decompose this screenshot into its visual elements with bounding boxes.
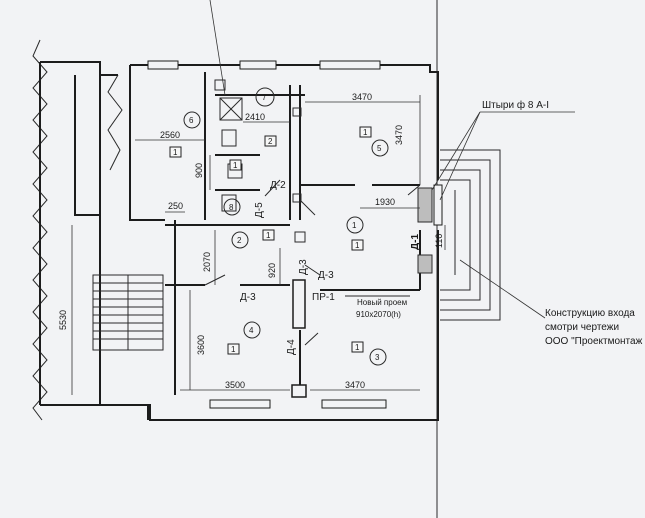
dim-900: 900 [194, 163, 204, 178]
svg-text:8: 8 [229, 203, 234, 212]
svg-text:3: 3 [375, 353, 380, 362]
door-label-d4: Д-4 [286, 339, 297, 355]
door-label-d3-right: Д-3 [318, 270, 334, 281]
room-markers: 1 1 2 1 3 1 4 1 5 1 [169, 87, 389, 366]
door-label-d3-vertical: Д-3 [298, 259, 309, 275]
entrance-note-line-1: Конструкцию входа [545, 308, 635, 319]
dimension-labels: 3470 2410 2560 3470 900 250 1930 2070 92… [58, 92, 444, 390]
room-1-marker: 1 1 [346, 216, 364, 251]
entrance-porch [440, 149, 501, 321]
room-5-marker: 5 1 [359, 126, 389, 157]
room-6-marker: 6 1 [169, 111, 201, 158]
door-label-d2: Д-2 [270, 180, 286, 191]
door-label-d3-left: Д-3 [240, 292, 256, 303]
door-labels: Д-2 Д-5 Д-3 Д-3 Д-3 Д-4 Д-1 [240, 180, 421, 355]
svg-text:1: 1 [233, 161, 238, 170]
interior-walls [99, 72, 421, 405]
room-2-marker: 2 1 [231, 229, 275, 249]
svg-text:1: 1 [352, 221, 357, 230]
pr1-label: ПР-1 [312, 292, 335, 303]
dim-3470-bottom: 3470 [345, 380, 365, 390]
opening-size-label: 910x2070(h) [356, 310, 401, 319]
break-line-left-2 [107, 74, 123, 171]
dim-2560: 2560 [160, 130, 180, 140]
break-line-left [32, 39, 48, 421]
door-label-d5: Д-5 [254, 202, 265, 218]
svg-text:2: 2 [237, 236, 242, 245]
svg-text:5: 5 [377, 144, 382, 153]
windows [147, 60, 443, 409]
dim-250: 250 [168, 201, 183, 211]
dim-2070: 2070 [202, 252, 212, 272]
entrance-note-line-2: смотри чертежи [545, 322, 619, 333]
leader-lines [209, 0, 575, 319]
annotations: ПР-1 Новый проем 910x2070(h) Штыри ф 8 А… [312, 99, 643, 347]
dim-5530: 5530 [58, 310, 68, 330]
svg-text:1: 1 [355, 343, 360, 352]
svg-text:4: 4 [249, 326, 254, 335]
svg-text:6: 6 [189, 116, 194, 125]
pins-note: Штыри ф 8 А-I [482, 99, 549, 111]
dim-2410: 2410 [245, 112, 265, 122]
room-3-marker: 3 1 [351, 341, 387, 366]
dim-1930: 1930 [375, 197, 395, 207]
door-label-d1: Д-1 [410, 234, 421, 250]
new-opening-label: Новый проем [357, 298, 407, 307]
svg-text:1: 1 [266, 231, 271, 240]
dimension-lines [71, 95, 446, 395]
dim-110: 110 [434, 234, 444, 248]
svg-text:1: 1 [355, 241, 360, 250]
shaft-and-fixtures [214, 79, 433, 274]
svg-text:1: 1 [173, 148, 178, 157]
dim-3600: 3600 [196, 335, 206, 355]
dim-920: 920 [267, 263, 277, 278]
dim-3470-right: 3470 [394, 125, 404, 145]
dim-3500: 3500 [225, 380, 245, 390]
svg-text:1: 1 [363, 128, 368, 137]
staircase [92, 274, 164, 351]
svg-text:2: 2 [268, 137, 273, 146]
dim-3470-top: 3470 [352, 92, 372, 102]
room-4-marker: 4 1 [227, 321, 261, 355]
room-8-marker: 8 1 [223, 159, 242, 216]
svg-text:1: 1 [231, 345, 236, 354]
svg-text:7: 7 [262, 93, 267, 102]
entrance-note-line-3: ООО "Проектмонтаж [545, 336, 643, 347]
room-7-marker: 7 2 [255, 87, 277, 147]
